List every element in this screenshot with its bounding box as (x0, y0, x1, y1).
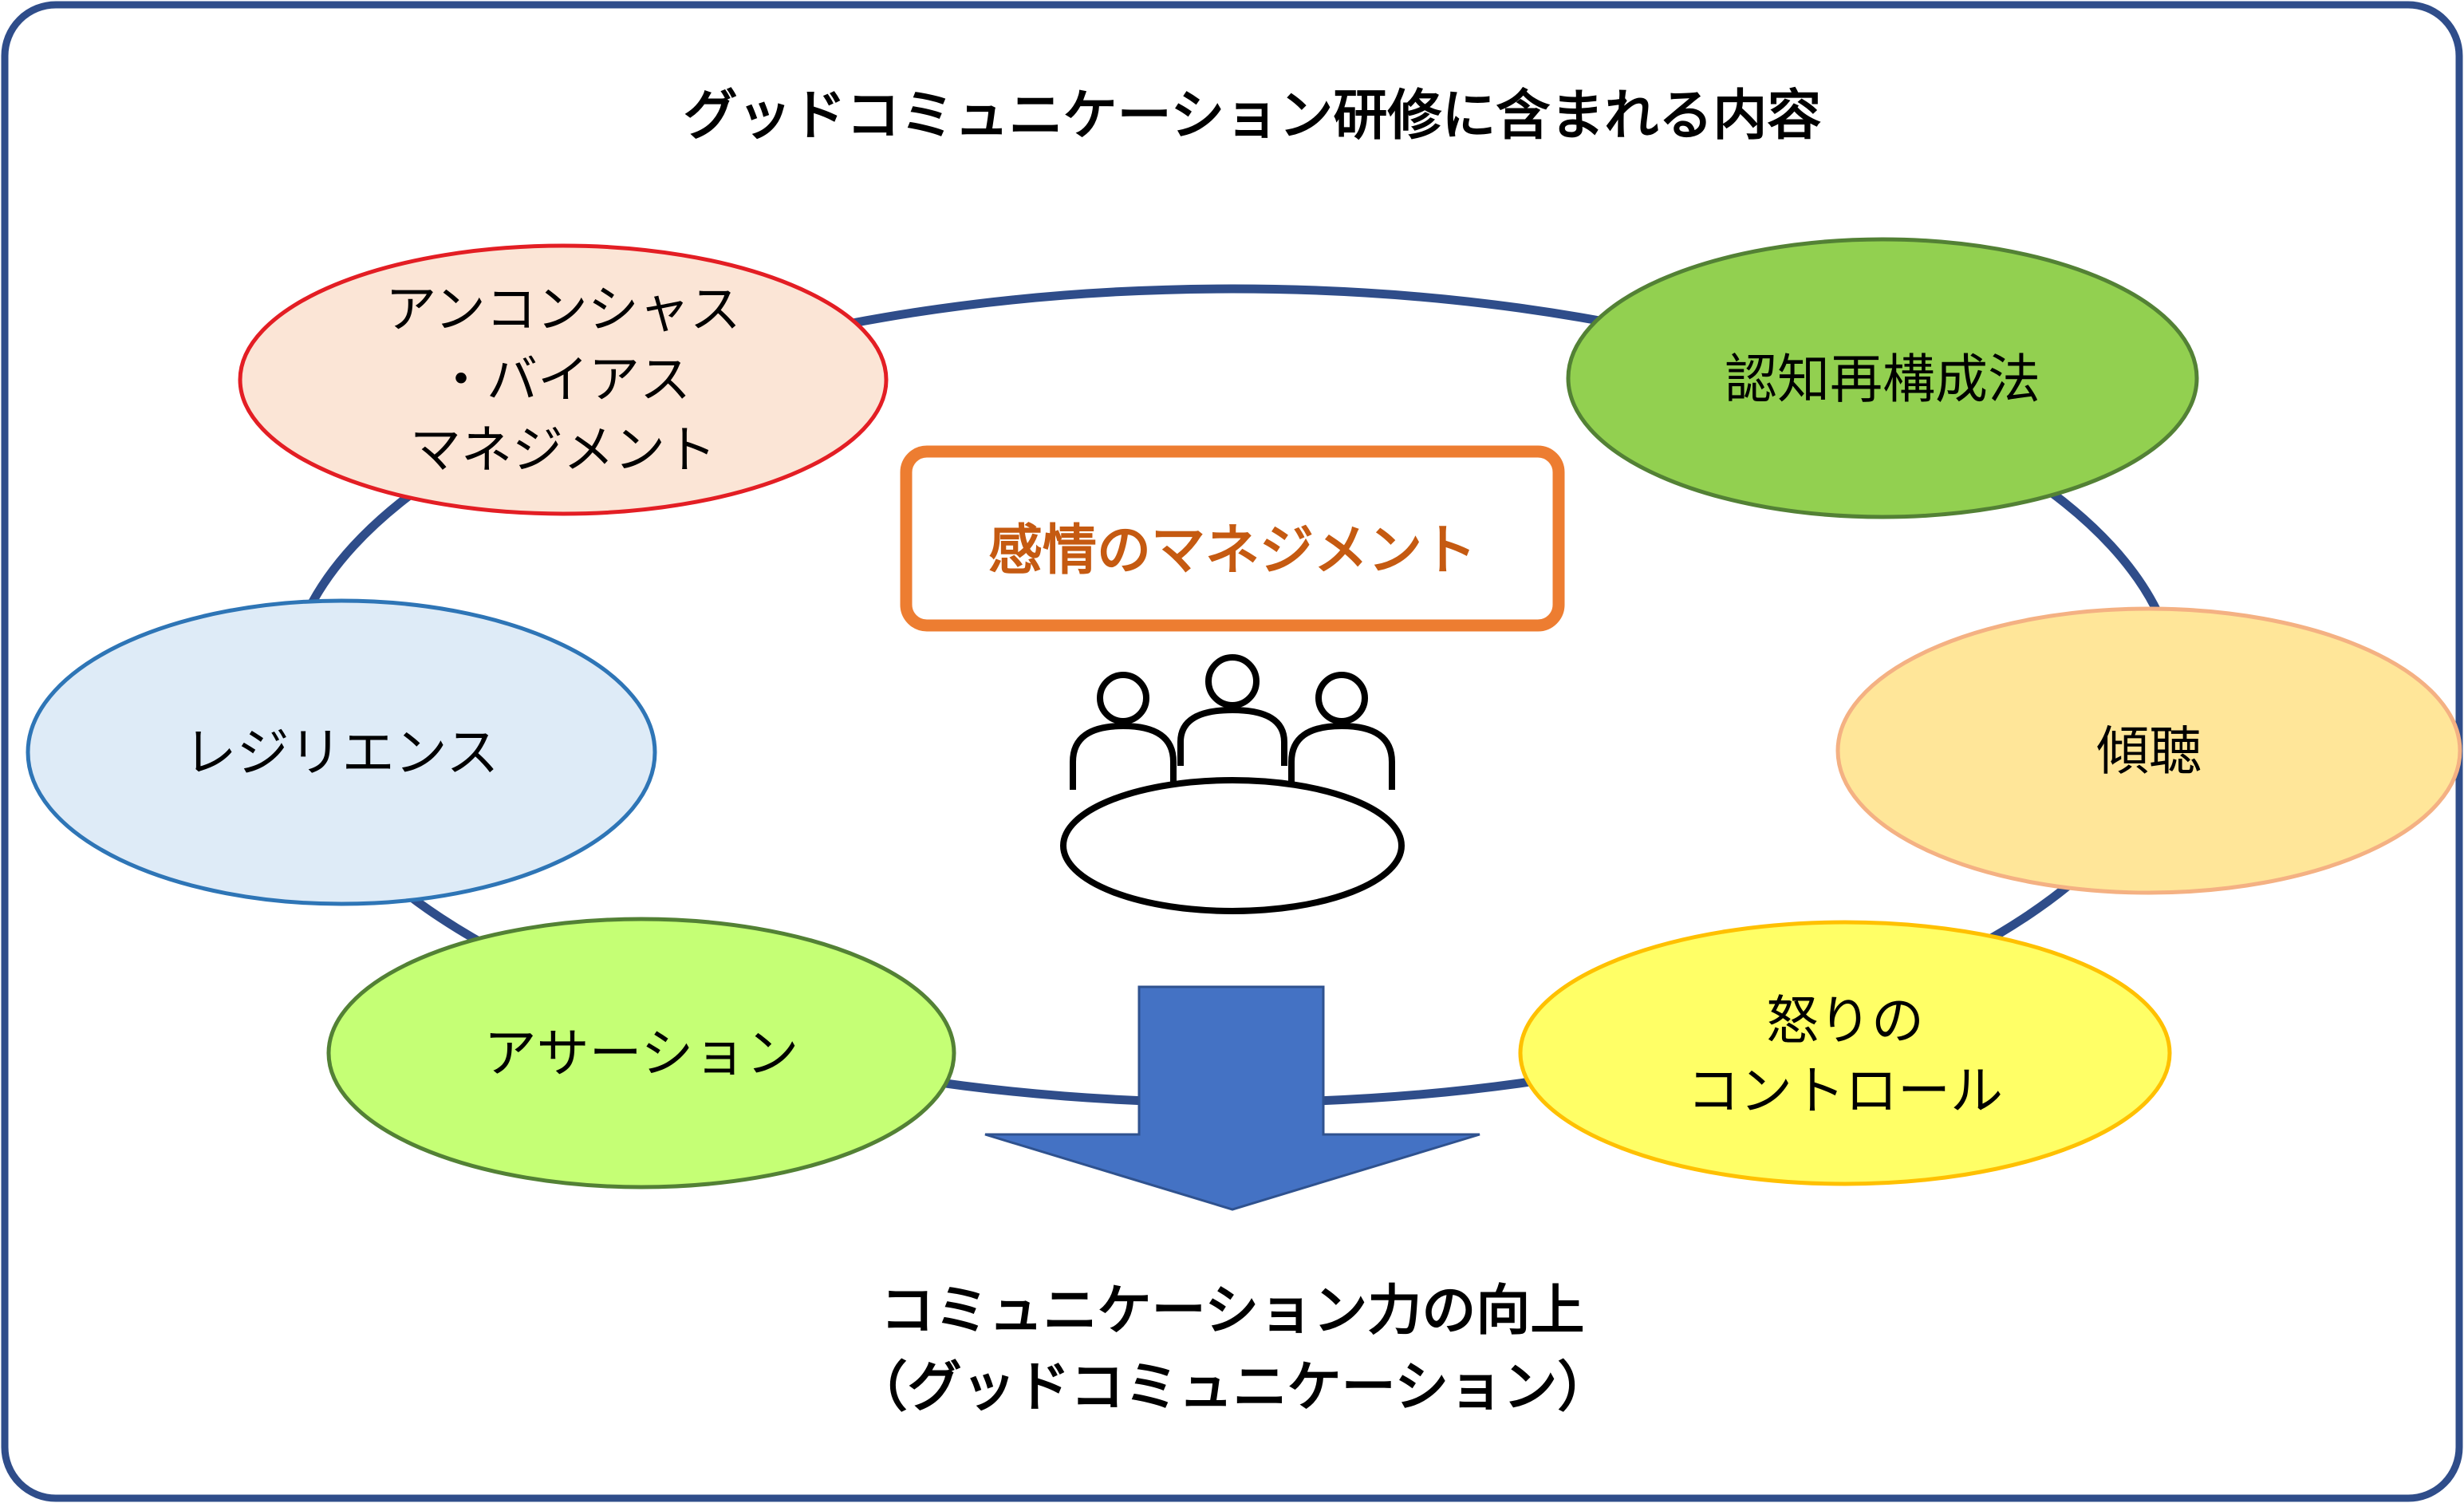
topic-resilience-label: レジリエンス (184, 722, 499, 783)
topic-assertion-shape (326, 917, 956, 1189)
center-box: 感情のマネジメント (900, 445, 1565, 632)
diagram-title: グッドコミュニケーション研修に含まれる内容 (684, 85, 1822, 148)
topic-unconscious-bias-shape (238, 243, 889, 516)
topic-resilience: レジリエンス (26, 598, 657, 906)
people-around-table-icon (1060, 654, 1405, 914)
person-right-body (1288, 722, 1395, 790)
topic-unconscious-bias-line1: アンコンシャス (385, 281, 740, 340)
topic-anger-control: 怒りの コントロール (1518, 920, 2172, 1186)
topic-cognitive-restructuring: 認知再構成法 (1566, 237, 2199, 519)
center-box-label: 感情のマネジメント (988, 519, 1476, 582)
topic-cognitive-restructuring-label: 認知再構成法 (1725, 349, 2040, 410)
topic-assertion-label: アサーション (484, 1023, 799, 1084)
center-box-frame (900, 445, 1565, 632)
result-line2: （グッドコミュニケーション） (854, 1356, 1612, 1419)
topic-active-listening-label: 傾聴 (2096, 720, 2202, 782)
topic-cognitive-restructuring-shape (1566, 237, 2199, 519)
person-right-head (1315, 672, 1368, 724)
person-center-body (1177, 706, 1287, 766)
person-left-head (1097, 672, 1149, 724)
topic-active-listening-shape (1835, 606, 2462, 895)
topic-anger-control-shape (1518, 920, 2172, 1186)
person-center-head (1205, 654, 1260, 708)
topic-anger-control-line1: 怒りの (1766, 990, 1924, 1051)
meeting-table (1060, 777, 1405, 914)
topic-unconscious-bias: アンコンシャス ・バイアス マネジメント (238, 243, 889, 516)
topic-active-listening: 傾聴 (1835, 606, 2462, 895)
result-line1: コミュニケーション力の向上 (881, 1280, 1585, 1343)
topic-unconscious-bias-line2: ・バイアス (436, 351, 691, 410)
topic-assertion: アサーション (326, 917, 956, 1189)
person-left-body (1070, 722, 1177, 790)
topic-unconscious-bias-line3: マネジメント (410, 421, 716, 480)
topic-resilience-shape (26, 598, 657, 906)
topic-anger-control-line2: コントロール (1687, 1060, 2003, 1122)
down-arrow-icon (984, 985, 1480, 1211)
